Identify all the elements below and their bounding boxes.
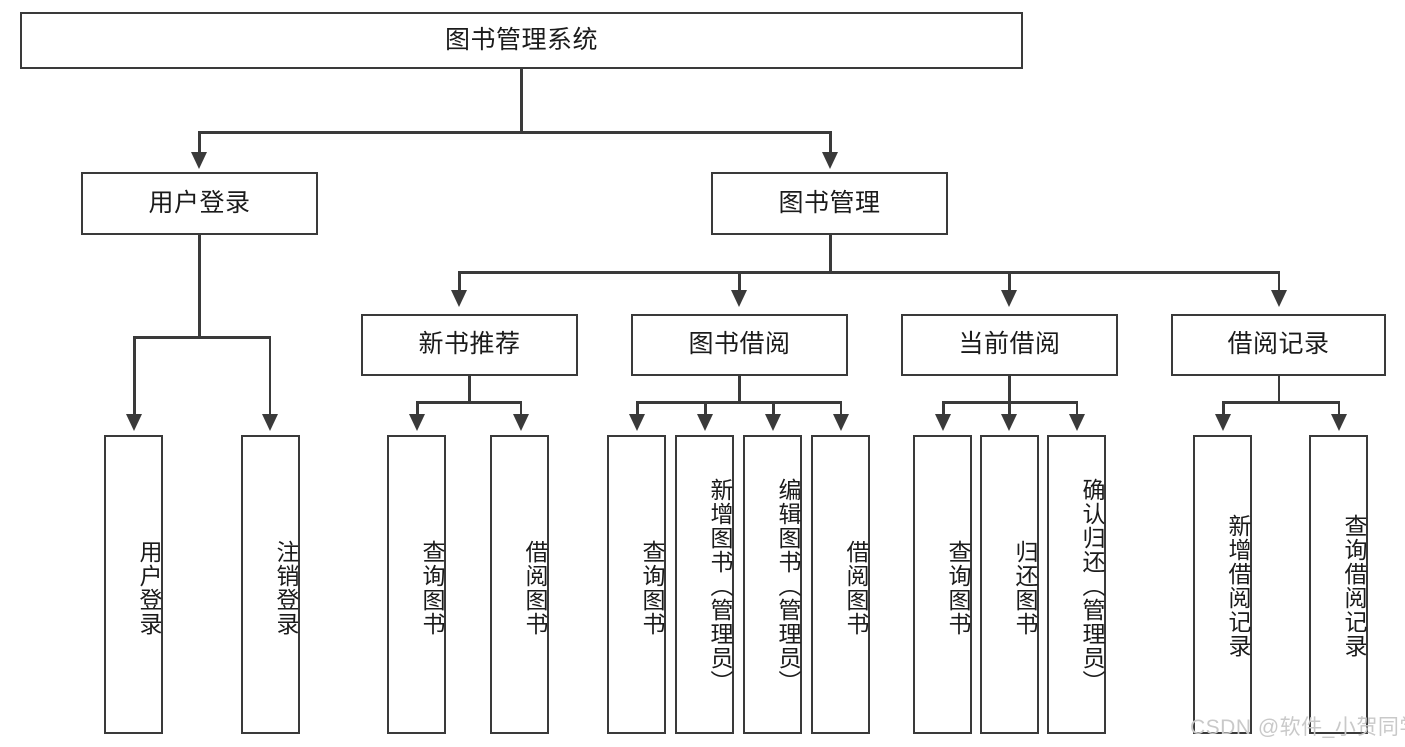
node-current-borrow-label: 当前借阅 — [958, 330, 1061, 359]
node-new-book-recommend[interactable]: 新书推荐 — [361, 314, 578, 376]
leaf-add-book-label: 新增图书（管理员） — [707, 477, 733, 694]
leaf-add-record-label: 新增借阅记录 — [1225, 513, 1251, 658]
connector-nbr-drop-1 — [416, 401, 419, 416]
leaf-query-book-2-label: 查询图书 — [639, 539, 665, 636]
leaf-borrow-book-2-label: 借阅图书 — [843, 539, 869, 636]
arrow-to-leaf-confirm-return — [1069, 414, 1085, 431]
arrow-to-user-login — [191, 152, 207, 169]
connector-nbr-stem — [468, 376, 471, 403]
leaf-borrow-book-1-label: 借阅图书 — [522, 539, 548, 636]
arrow-to-borrow-record — [1271, 290, 1287, 307]
leaf-return-book[interactable]: 归还图书 — [980, 435, 1039, 734]
connector-bb-bar — [636, 401, 842, 404]
connector-br-drop-2 — [1337, 401, 1340, 416]
node-borrow-record-label: 借阅记录 — [1227, 330, 1330, 359]
connector-book-manage-stem — [829, 235, 832, 273]
connector-level3-drop-1 — [458, 271, 461, 292]
node-new-book-recommend-label: 新书推荐 — [418, 330, 521, 359]
connector-bb-stem — [738, 376, 741, 403]
leaf-edit-book[interactable]: 编辑图书（管理员） — [743, 435, 802, 734]
arrow-to-current-borrow — [1001, 290, 1017, 307]
leaf-add-book[interactable]: 新增图书（管理员） — [675, 435, 734, 734]
node-borrow-record[interactable]: 借阅记录 — [1171, 314, 1386, 376]
arrow-to-leaf-logout — [262, 414, 278, 431]
leaf-logout[interactable]: 注销登录 — [241, 435, 300, 734]
connector-level3-drop-3 — [1008, 271, 1011, 292]
connector-cb-drop-2 — [1008, 401, 1011, 416]
connector-level3-drop-4 — [1277, 271, 1280, 292]
connector-cb-drop-3 — [1075, 401, 1078, 416]
node-book-manage[interactable]: 图书管理 — [711, 172, 948, 235]
node-book-borrow-label: 图书借阅 — [688, 330, 791, 359]
connector-br-drop-1 — [1222, 401, 1225, 416]
leaf-query-book-2[interactable]: 查询图书 — [607, 435, 666, 734]
connector-bb-drop-2 — [704, 401, 707, 416]
connector-bb-drop-3 — [772, 401, 775, 416]
leaf-return-book-label: 归还图书 — [1012, 539, 1038, 636]
arrow-to-leaf-add-book — [697, 414, 713, 431]
arrow-to-leaf-query-book-3 — [935, 414, 951, 431]
leaf-user-login[interactable]: 用户登录 — [104, 435, 163, 734]
leaf-query-book-3[interactable]: 查询图书 — [913, 435, 972, 734]
leaf-borrow-book-1[interactable]: 借阅图书 — [490, 435, 549, 734]
connector-cb-drop-1 — [942, 401, 945, 416]
connector-user-login-drop-1 — [133, 336, 136, 416]
leaf-query-record-label: 查询借阅记录 — [1341, 513, 1367, 658]
connector-level3-drop-2 — [738, 271, 741, 292]
leaf-query-record[interactable]: 查询借阅记录 — [1309, 435, 1368, 734]
leaf-query-book-1-label: 查询图书 — [419, 539, 445, 636]
arrow-to-leaf-borrow-book-1 — [513, 414, 529, 431]
node-user-login[interactable]: 用户登录 — [81, 172, 318, 235]
node-book-borrow[interactable]: 图书借阅 — [631, 314, 848, 376]
connector-user-login-drop-2 — [268, 336, 271, 416]
arrow-to-leaf-user-login — [126, 414, 142, 431]
leaf-borrow-book-2[interactable]: 借阅图书 — [811, 435, 870, 734]
connector-level2-drop-left — [198, 131, 201, 155]
leaf-confirm-return-label: 确认归还（管理员） — [1079, 477, 1105, 694]
leaf-add-record[interactable]: 新增借阅记录 — [1193, 435, 1252, 734]
connector-root-stem — [520, 69, 523, 133]
connector-cb-stem — [1008, 376, 1011, 403]
connector-nbr-drop-2 — [519, 401, 522, 416]
arrow-to-new-book-recommend — [451, 290, 467, 307]
connector-nbr-bar — [416, 401, 522, 404]
connector-bb-drop-1 — [636, 401, 639, 416]
csdn-watermark: CSDN @软件_小贺同学 — [1190, 716, 1405, 739]
connector-level2-drop-right — [829, 131, 832, 155]
node-current-borrow[interactable]: 当前借阅 — [901, 314, 1118, 376]
leaf-query-book-1[interactable]: 查询图书 — [387, 435, 446, 734]
arrow-to-leaf-borrow-book-2 — [833, 414, 849, 431]
connector-user-login-bar — [133, 336, 271, 339]
arrow-to-leaf-add-record — [1215, 414, 1231, 431]
arrow-to-leaf-edit-book — [765, 414, 781, 431]
arrow-to-book-borrow — [731, 290, 747, 307]
arrow-to-book-manage — [822, 152, 838, 169]
leaf-logout-label: 注销登录 — [273, 539, 299, 636]
node-root[interactable]: 图书管理系统 — [20, 12, 1023, 69]
node-user-login-label: 用户登录 — [148, 188, 251, 217]
connector-level2-bar — [198, 131, 831, 134]
arrow-to-leaf-query-book-1 — [409, 414, 425, 431]
leaf-query-book-3-label: 查询图书 — [945, 539, 971, 636]
leaf-confirm-return[interactable]: 确认归还（管理员） — [1047, 435, 1106, 734]
connector-br-stem — [1277, 376, 1280, 403]
arrow-to-leaf-return-book — [1001, 414, 1017, 431]
arrow-to-leaf-query-record — [1331, 414, 1347, 431]
node-root-label: 图书管理系统 — [444, 25, 598, 54]
connector-br-bar — [1222, 401, 1340, 404]
leaf-edit-book-label: 编辑图书（管理员） — [775, 477, 801, 694]
connector-user-login-stem — [198, 235, 201, 338]
arrow-to-leaf-query-book-2 — [629, 414, 645, 431]
node-book-manage-label: 图书管理 — [778, 188, 881, 217]
connector-level3-bar — [458, 271, 1280, 274]
connector-bb-drop-4 — [839, 401, 842, 416]
leaf-user-login-label: 用户登录 — [136, 539, 162, 636]
